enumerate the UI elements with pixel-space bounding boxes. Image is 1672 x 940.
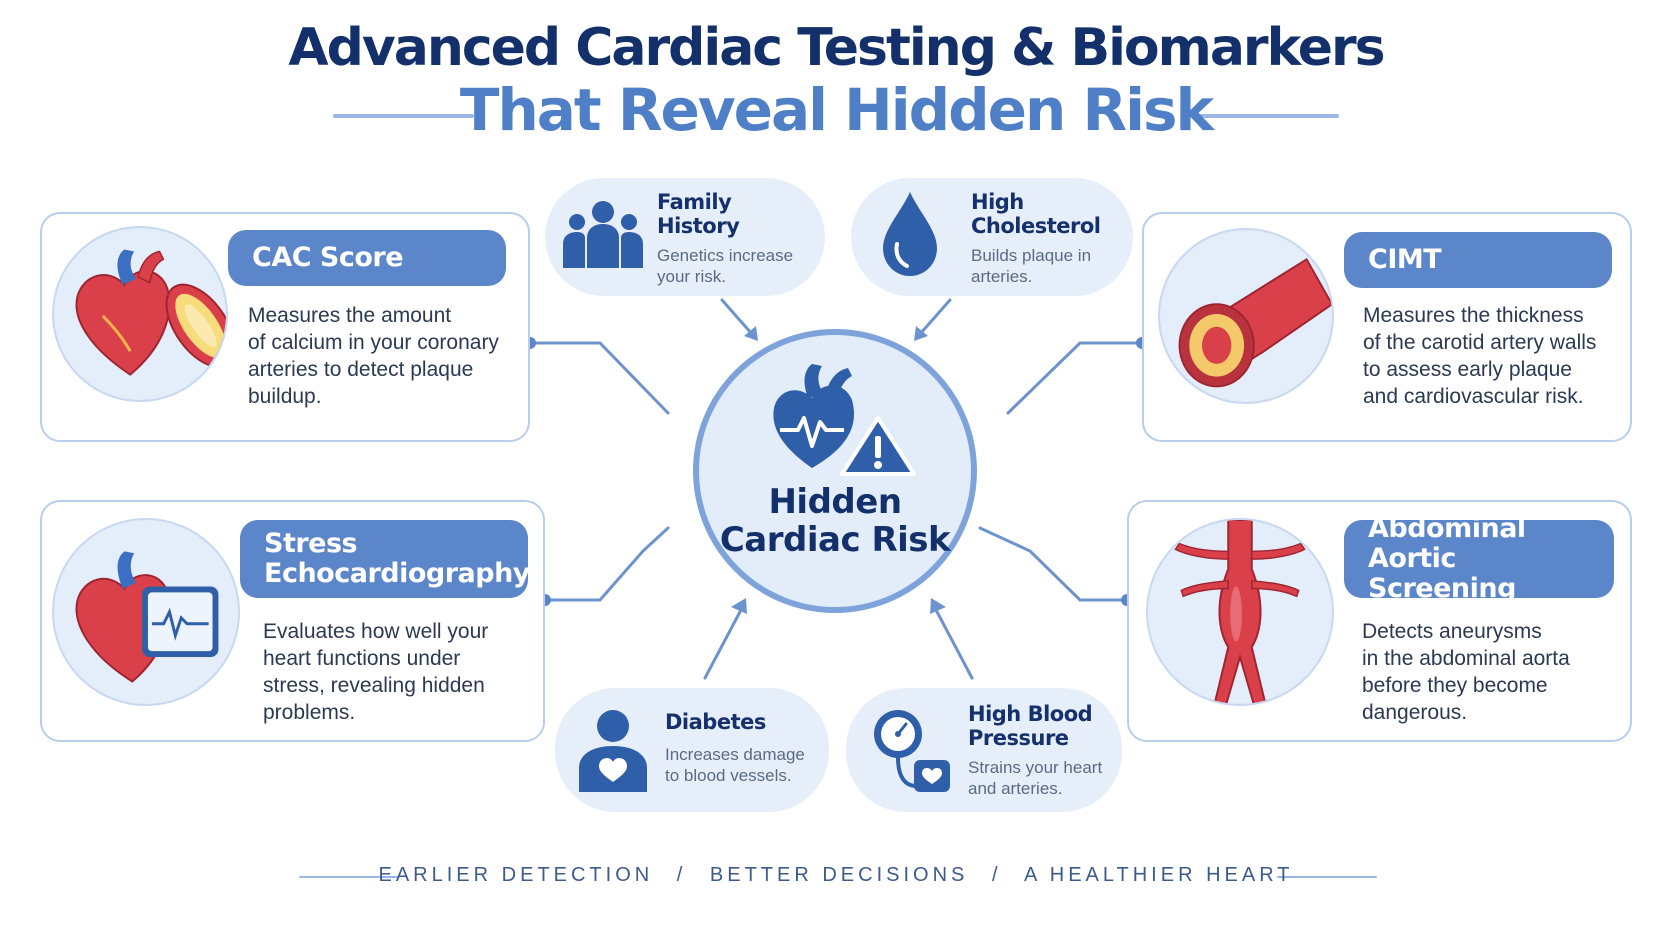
high-cholesterol-bubble: High Cholesterol Builds plaque in arteri… (851, 178, 1133, 296)
cimt-title: CIMT (1344, 232, 1612, 288)
high-cholesterol-text: Builds plaque in arteries. (971, 246, 1092, 286)
aortic-screening-description: Detects aneurysms in the abdominal aorta… (1362, 620, 1570, 724)
cac-score-description: Measures the amount of calcium in your c… (248, 304, 499, 408)
page-title: Advanced Cardiac Testing & Biomarkers (288, 18, 1385, 78)
aorta-icon (1146, 518, 1334, 706)
footer-separator: / (676, 864, 687, 886)
footer-item-earlier-detection: EARLIER DETECTION (378, 864, 654, 886)
high-blood-pressure-text: Strains your heart and arteries. (968, 758, 1103, 798)
person-heart-icon (579, 710, 647, 792)
diabetes-title: Diabetes (665, 710, 766, 734)
stress-echo-title: Stress Echocardiography (240, 520, 530, 598)
diabetes-text: Increases damage to blood vessels. (665, 745, 805, 785)
family-history-text: Genetics increase your risk. (657, 246, 794, 286)
water-drop-icon (883, 192, 937, 276)
footer-tagline: EARLIER DETECTION / BETTER DECISIONS / A… (0, 864, 1672, 887)
heart-icon (52, 226, 228, 402)
blood-pressure-gauge-icon (874, 710, 950, 792)
artery-icon (1158, 228, 1334, 404)
family-history-bubble: Family History Genetics increase your ri… (545, 178, 825, 296)
family-icon (563, 201, 643, 268)
family-history-title: Family History (657, 190, 740, 238)
heart-warning-icon (773, 364, 916, 476)
footer-separator: / (991, 864, 1002, 886)
cimt-description: Measures the thickness of the carotid ar… (1363, 304, 1597, 408)
diabetes-bubble: Diabetes Increases damage to blood vesse… (555, 688, 829, 812)
high-cholesterol-title: High Cholesterol (971, 190, 1101, 238)
ecg-monitor-icon (52, 518, 240, 706)
high-blood-pressure-title: High Blood Pressure (968, 702, 1093, 750)
cac-score-title: CAC Score (228, 230, 506, 286)
stress-echo-description: Evaluates how well your heart functions … (263, 620, 489, 724)
page-subtitle: That Reveal Hidden Risk (459, 76, 1214, 144)
footer-item-healthier-heart: A HEALTHIER HEART (1023, 864, 1294, 886)
aortic-screening-title: Abdominal Aortic Screening (1344, 514, 1614, 604)
footer-item-better-decisions: BETTER DECISIONS (709, 864, 969, 886)
high-blood-pressure-bubble: High Blood Pressure Strains your heart a… (846, 688, 1122, 812)
hub-label: Hidden Cardiac Risk (719, 482, 951, 560)
